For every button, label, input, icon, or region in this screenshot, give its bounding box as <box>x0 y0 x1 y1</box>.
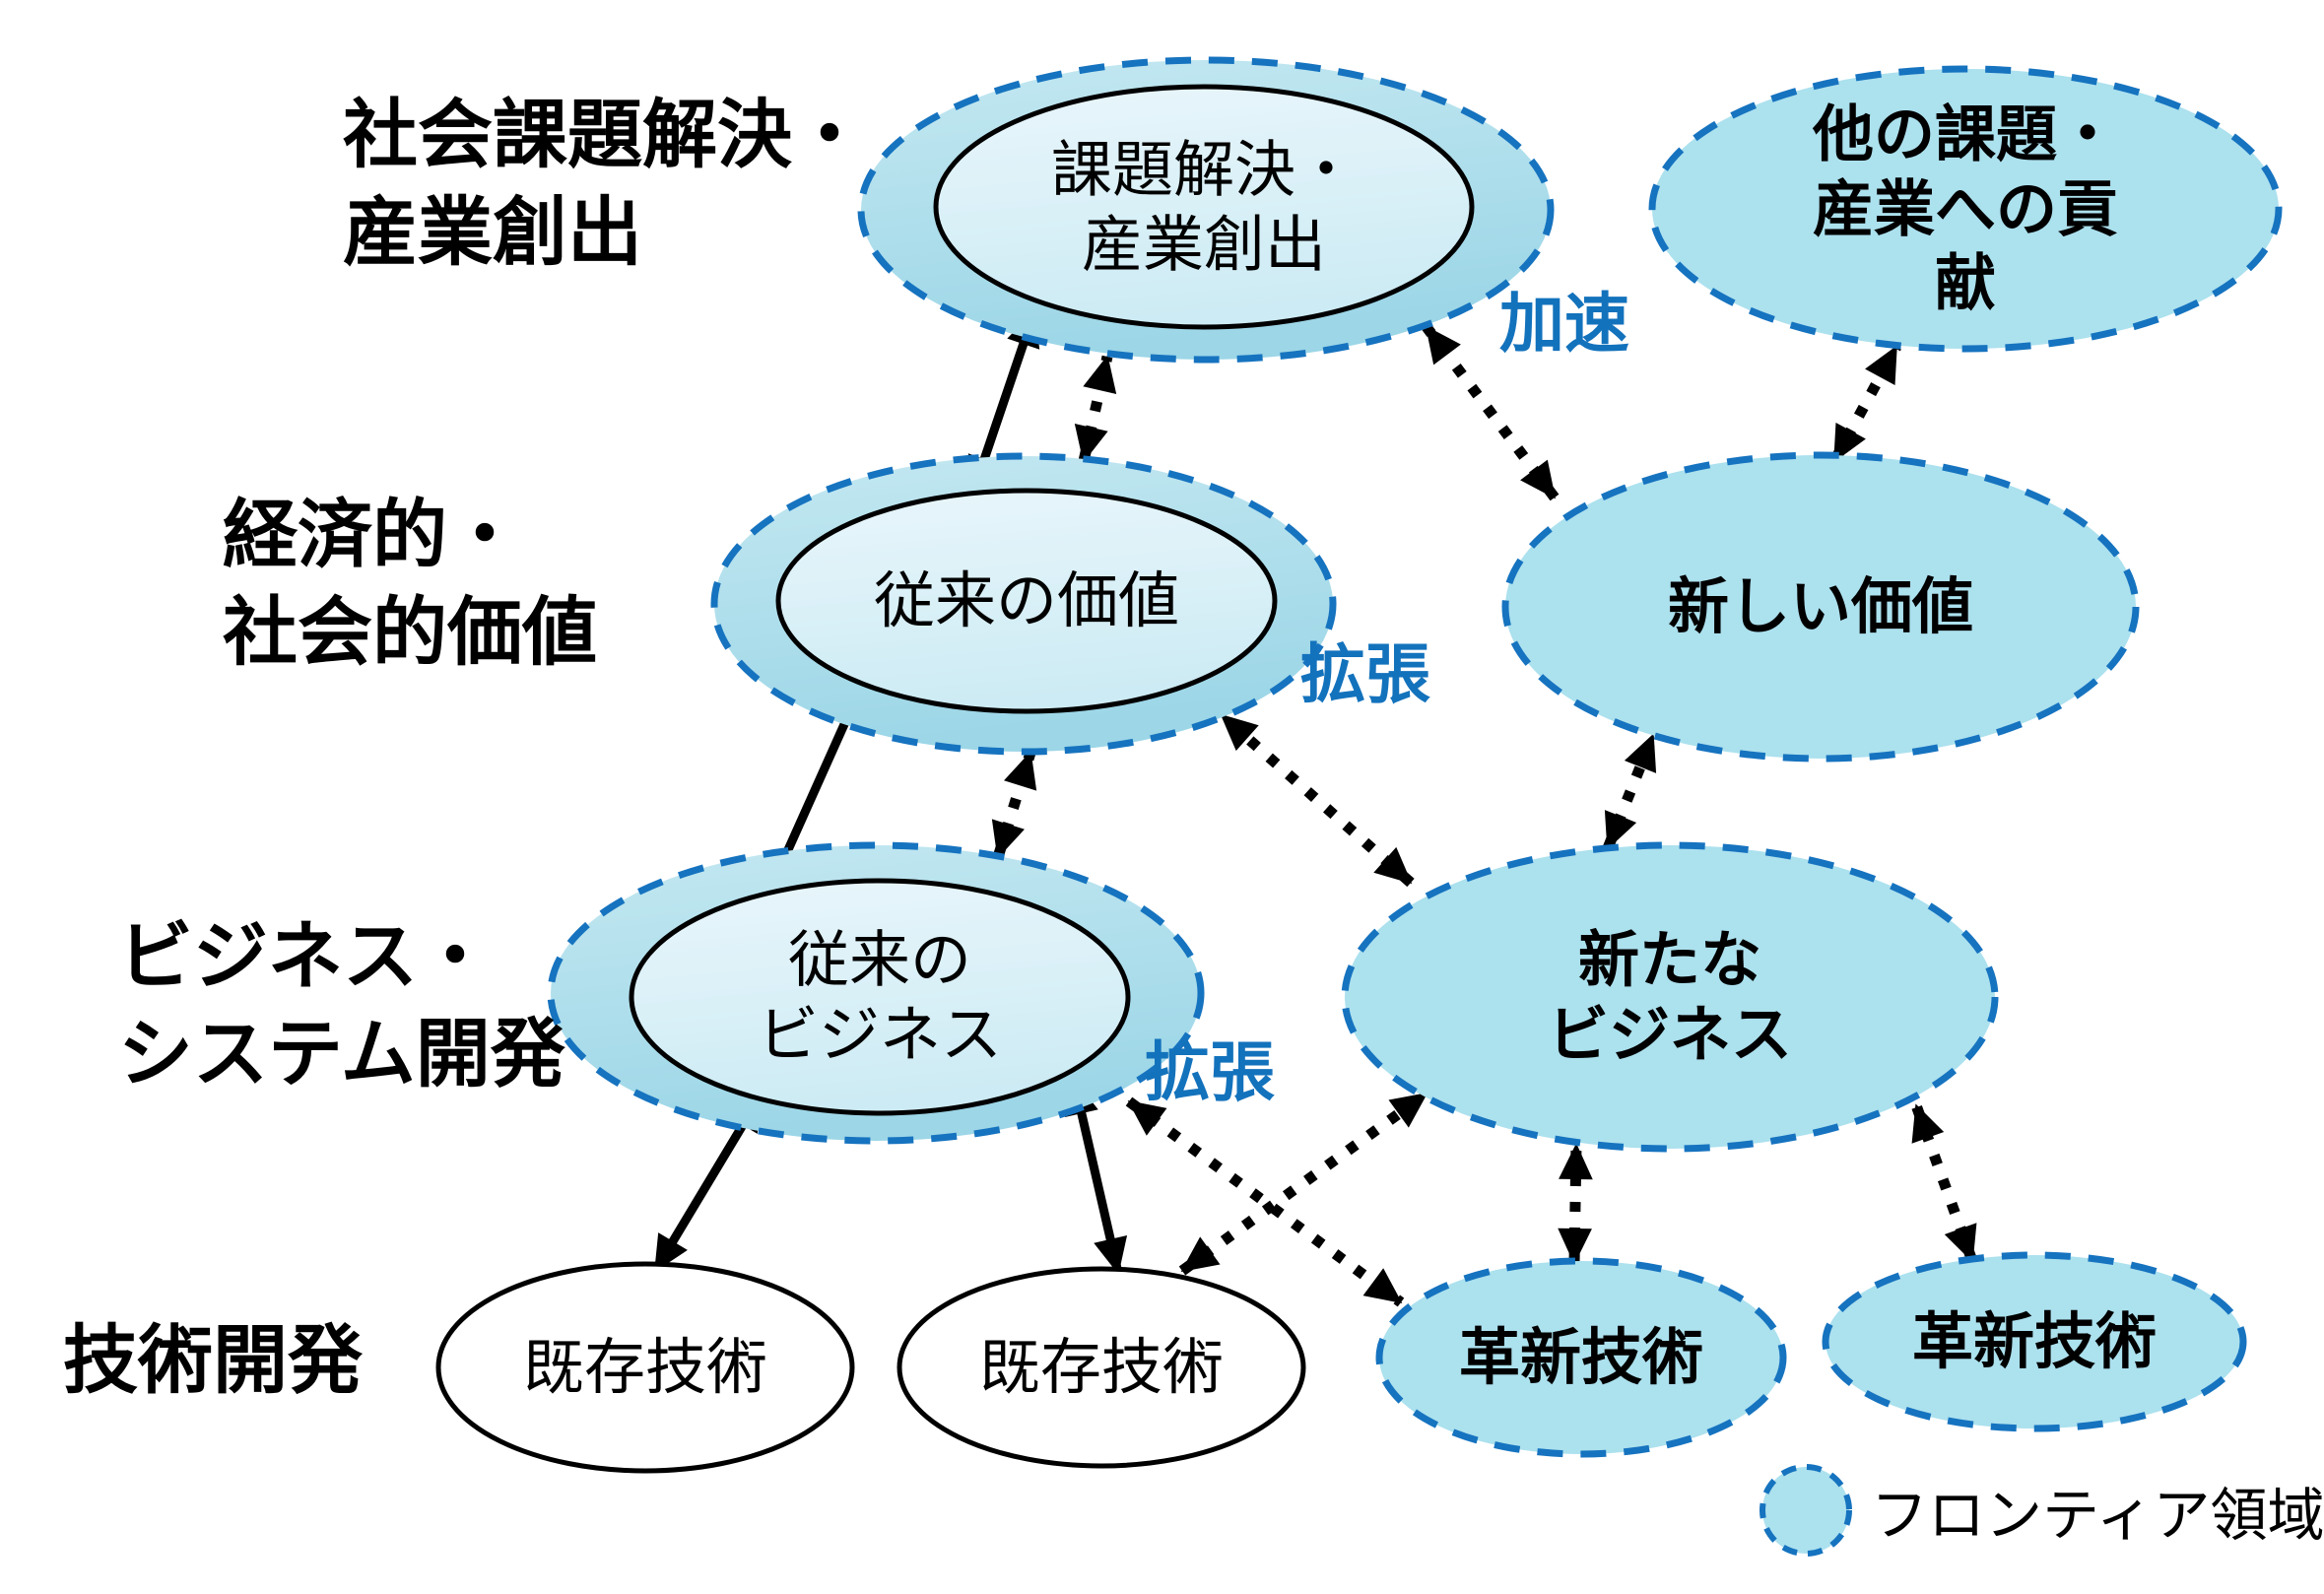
aratana-business-ellipse <box>1341 841 1999 1153</box>
nodes-layer <box>435 56 2283 1474</box>
arrow-juurai-business-juurai-kachi-dotted <box>991 751 1037 859</box>
arrow-kadai-kaiketsu-atarashii-kachi-dotted <box>1422 323 1560 501</box>
row-label-economic-social-value: 経済的・ 社会的価値 <box>223 491 597 676</box>
arrow-atarashii-kachi-hoka-no-kadai-dotted <box>1829 344 1901 464</box>
edge-label-expand-1: 拡張 <box>1300 636 1430 712</box>
juurai-no-business-inner-ellipse <box>629 878 1131 1116</box>
legend-label: フロンティア領域 <box>1871 1482 2324 1549</box>
row-label-tech-dev: 技術開発 <box>63 1316 363 1404</box>
arrow-juurai-kachi-aratana-business-dotted <box>1218 710 1415 888</box>
edge-label-accelerate: 加速 <box>1499 286 1629 362</box>
arrow-aratana-business-atarashii-kachi-dotted <box>1602 732 1659 851</box>
hoka-no-kadai-ellipse <box>1648 65 2283 353</box>
kakushin-gijutsu-1-ellipse <box>1375 1257 1787 1458</box>
row-label-social-issue: 社会課題解決・ 産業創出 <box>343 91 867 276</box>
edge-label-expand-2: 拡張 <box>1145 1034 1275 1110</box>
arrow-aratana-business-kison2-dotted <box>1178 1089 1430 1276</box>
row-label-business-system-dev: ビジネス・ システム開発 <box>118 912 565 1097</box>
legend: フロンティア領域 <box>1759 1463 2324 1558</box>
arrow-kison2-to-juurai-business <box>1064 1078 1128 1275</box>
juurai-no-kachi-inner-ellipse <box>775 488 1278 714</box>
arrow-aratana-business-kakushin2-dotted <box>1910 1103 1978 1263</box>
arrow-aratana-business-kakushin1-dotted <box>1558 1143 1593 1265</box>
atarashii-kachi-ellipse <box>1501 451 2140 763</box>
kison-gijutsu-2-ellipse <box>896 1266 1306 1469</box>
kakushin-gijutsu-2-ellipse <box>1822 1251 2247 1432</box>
frontier-area-symbol <box>1760 1464 1852 1557</box>
arrow-juurai-kachi-kadai-kaiketsu-dotted <box>1074 355 1117 463</box>
kadai-kaiketsu-sangyo-inner-ellipse <box>933 84 1475 330</box>
kison-gijutsu-1-ellipse <box>435 1261 855 1474</box>
